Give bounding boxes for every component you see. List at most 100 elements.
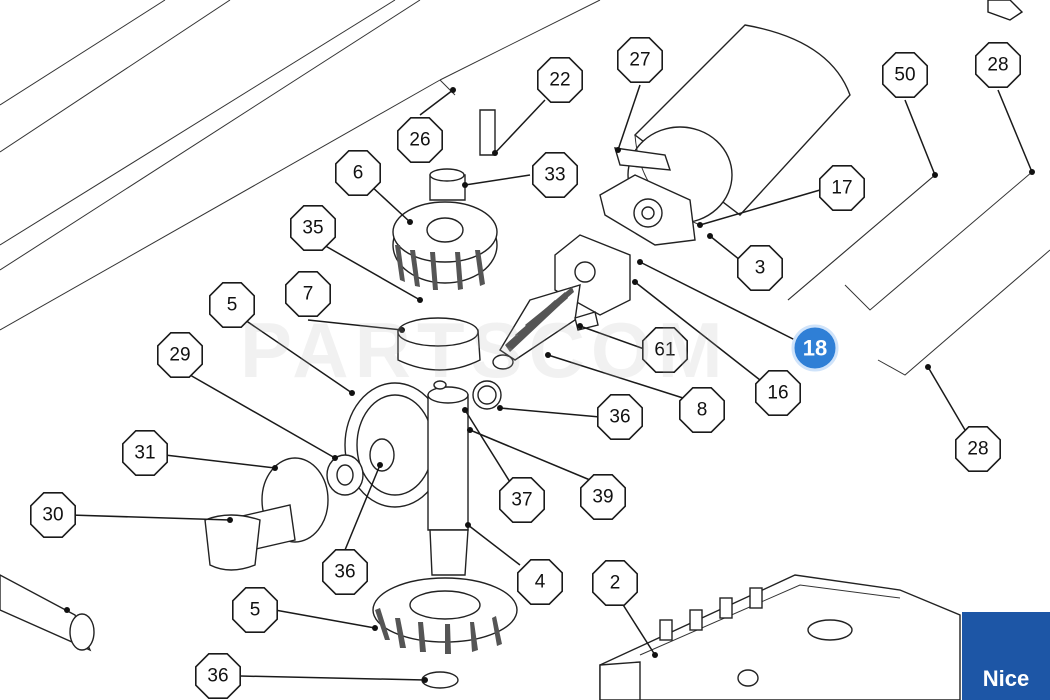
- callout-35[interactable]: 35: [289, 205, 337, 251]
- callout-16[interactable]: 16: [754, 369, 802, 417]
- callout-octagon: [579, 473, 627, 521]
- callout-number: 36: [334, 562, 355, 583]
- clutch-assembly-part: [204, 454, 364, 571]
- callout-octagon: [232, 586, 279, 634]
- callout-octagon: [209, 281, 255, 329]
- callout-3[interactable]: 3: [736, 245, 784, 292]
- callout-30[interactable]: 30: [29, 491, 76, 539]
- callout-number: 35: [302, 218, 323, 239]
- callout-31[interactable]: 31: [122, 429, 168, 477]
- callout-octagon: [516, 558, 564, 606]
- brand-logo-text: Nice: [982, 666, 1030, 691]
- callout-33[interactable]: 33: [531, 152, 579, 198]
- callout-number: 29: [169, 345, 190, 366]
- callout-29[interactable]: 29: [157, 331, 203, 379]
- callout-number: 22: [549, 70, 570, 91]
- callout-octagon: [641, 326, 689, 374]
- callout-octagon: [289, 205, 337, 251]
- callout-39[interactable]: 39: [579, 473, 627, 521]
- callout-octagon: [396, 117, 444, 163]
- callout-26[interactable]: 26: [396, 117, 444, 163]
- callout-27[interactable]: 27: [616, 36, 664, 83]
- cup-part: [397, 317, 481, 371]
- gear-6-part: [392, 201, 498, 290]
- callout-number: 26: [409, 130, 430, 151]
- callout-7[interactable]: 7: [284, 270, 332, 318]
- callout-6[interactable]: 6: [334, 150, 382, 196]
- callout-number: 28: [987, 55, 1008, 76]
- callout-36[interactable]: 36: [195, 652, 241, 700]
- callout-octagon: [157, 331, 203, 379]
- callout-octagon: [974, 41, 1022, 88]
- bushing-part: [429, 109, 496, 201]
- callout-number: 39: [592, 487, 613, 508]
- callout-number: 36: [207, 666, 228, 687]
- gear-5-upper-part: [344, 382, 446, 508]
- callout-4[interactable]: 4: [516, 558, 564, 606]
- callout-number: 6: [353, 163, 364, 184]
- callout-octagon: [596, 393, 644, 441]
- callout-octagon: [678, 386, 726, 434]
- callout-octagon: [531, 152, 579, 198]
- callout-octagon: [195, 652, 241, 700]
- housing-cover: [0, 0, 601, 331]
- callout-28[interactable]: 28: [954, 425, 1002, 473]
- callout-36[interactable]: 36: [596, 393, 644, 441]
- callout-octagon: [736, 245, 784, 292]
- callout-number: 7: [303, 284, 314, 305]
- bottom-rod-part: [0, 574, 95, 652]
- callout-octagon: [321, 548, 369, 596]
- callout-number: 50: [894, 65, 915, 86]
- callout-2[interactable]: 2: [591, 559, 639, 607]
- callout-18[interactable]: 18: [791, 324, 839, 372]
- callout-number: 33: [544, 165, 565, 186]
- shaft-part: [427, 380, 469, 576]
- callout-octagon: [754, 369, 802, 417]
- base-housing-part: [599, 574, 961, 700]
- leader-lines: [64, 84, 1035, 683]
- callout-number: 18: [803, 336, 827, 361]
- rod-parts: [787, 171, 1050, 376]
- callout-number: 5: [250, 600, 261, 621]
- callout-61[interactable]: 61: [641, 326, 689, 374]
- callout-highlight-marker: [791, 324, 839, 372]
- gear-5-lower-part: [372, 577, 518, 689]
- callout-number: 61: [654, 340, 675, 361]
- callout-5[interactable]: 5: [232, 586, 279, 634]
- callout-number: 4: [535, 572, 546, 593]
- callout-number: 30: [42, 505, 63, 526]
- callout-number: 36: [609, 407, 630, 428]
- callout-octagon: [334, 150, 382, 196]
- callout-octagon: [881, 51, 929, 98]
- callout-octagon: [284, 270, 332, 318]
- callout-17[interactable]: 17: [818, 165, 866, 211]
- brand-logo: Nice: [962, 612, 1050, 700]
- callout-8[interactable]: 8: [678, 386, 726, 434]
- callout-octagon: [536, 56, 584, 103]
- callout-octagon: [818, 165, 866, 211]
- callout-37[interactable]: 37: [498, 476, 546, 524]
- callout-number: 37: [511, 490, 532, 511]
- callout-50[interactable]: 50: [881, 51, 929, 98]
- callout-number: 5: [227, 295, 238, 316]
- callout-5[interactable]: 5: [209, 281, 255, 329]
- callout-28[interactable]: 28: [974, 41, 1022, 88]
- callout-36[interactable]: 36: [321, 548, 369, 596]
- callout-number: 16: [767, 383, 788, 404]
- callout-octagon: [954, 425, 1002, 473]
- callout-octagon: [616, 36, 664, 83]
- callout-number: 8: [697, 400, 708, 421]
- callout-number: 27: [629, 50, 650, 71]
- callout-octagon: [498, 476, 546, 524]
- callout-number: 2: [610, 573, 621, 594]
- callout-22[interactable]: 22: [536, 56, 584, 103]
- callout-octagon: [122, 429, 168, 477]
- callout-number: 3: [755, 258, 766, 279]
- washer-part: [472, 380, 502, 410]
- callout-number: 17: [831, 178, 852, 199]
- bracket-part: [599, 147, 696, 246]
- callout-number: 28: [967, 439, 988, 460]
